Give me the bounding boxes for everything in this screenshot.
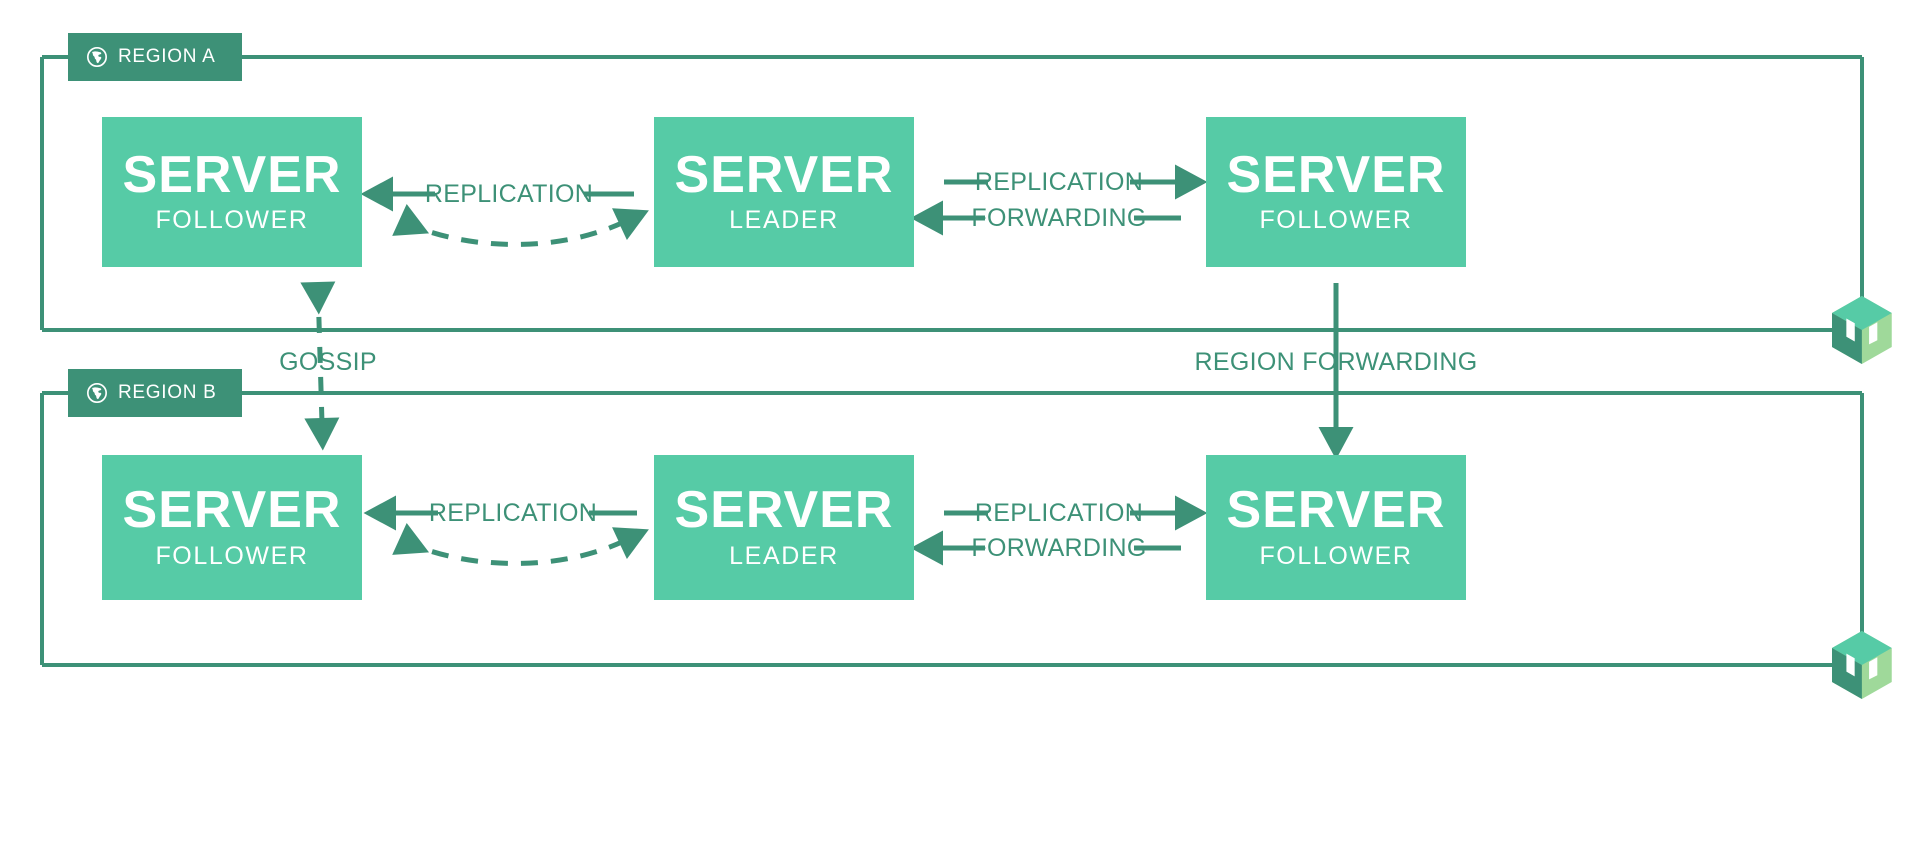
region-b-border [40, 391, 1864, 667]
nomad-logo-a [1832, 296, 1892, 364]
nomad-logo-b [1832, 631, 1892, 699]
server-box-b-follower-right[interactable]: SERVER FOLLOWER [1206, 455, 1466, 600]
server-box-a-follower-right[interactable]: SERVER FOLLOWER [1206, 117, 1466, 267]
server-role: FOLLOWER [1259, 541, 1413, 570]
server-role: FOLLOWER [155, 541, 309, 570]
edge-label-b-forwarding-right: FORWARDING [971, 534, 1147, 562]
edge-label-a-replication-left: REPLICATION [424, 180, 594, 208]
server-role: LEADER [729, 206, 839, 235]
globe-icon [87, 47, 107, 67]
edge-label-b-replication-right: REPLICATION [974, 499, 1144, 527]
region-a-header: REGION A [68, 33, 242, 81]
server-title: SERVER [674, 481, 894, 540]
region-a-label: REGION A [118, 46, 216, 67]
server-role: FOLLOWER [1259, 206, 1413, 235]
edge-label-b-replication-left: REPLICATION [428, 499, 598, 527]
edge-label-a-replication-right: REPLICATION [974, 168, 1144, 196]
region-b-header: REGION B [68, 369, 242, 417]
server-title: SERVER [1226, 145, 1446, 204]
globe-icon [87, 383, 107, 403]
server-box-b-follower-left[interactable]: SERVER FOLLOWER [102, 455, 362, 600]
server-title: SERVER [122, 481, 342, 540]
edge-label-region-forwarding: REGION FORWARDING [1194, 348, 1478, 376]
server-box-a-follower-left[interactable]: SERVER FOLLOWER [102, 117, 362, 267]
region-a-border [40, 55, 1864, 332]
edge-label-gossip: GOSSIP [279, 348, 377, 376]
region-b-label: REGION B [118, 382, 217, 403]
server-title: SERVER [1226, 481, 1446, 540]
server-title: SERVER [122, 145, 342, 204]
server-box-b-leader[interactable]: SERVER LEADER [654, 455, 914, 600]
b-gossip-arc [392, 522, 649, 566]
server-role: LEADER [729, 541, 839, 570]
a-gossip-arc [392, 203, 649, 247]
server-title: SERVER [674, 145, 894, 204]
server-box-a-leader[interactable]: SERVER LEADER [654, 117, 914, 267]
edge-label-a-forwarding-right: FORWARDING [971, 204, 1147, 232]
gossip-cross-region-arrow [300, 281, 340, 451]
server-role: FOLLOWER [155, 206, 309, 235]
